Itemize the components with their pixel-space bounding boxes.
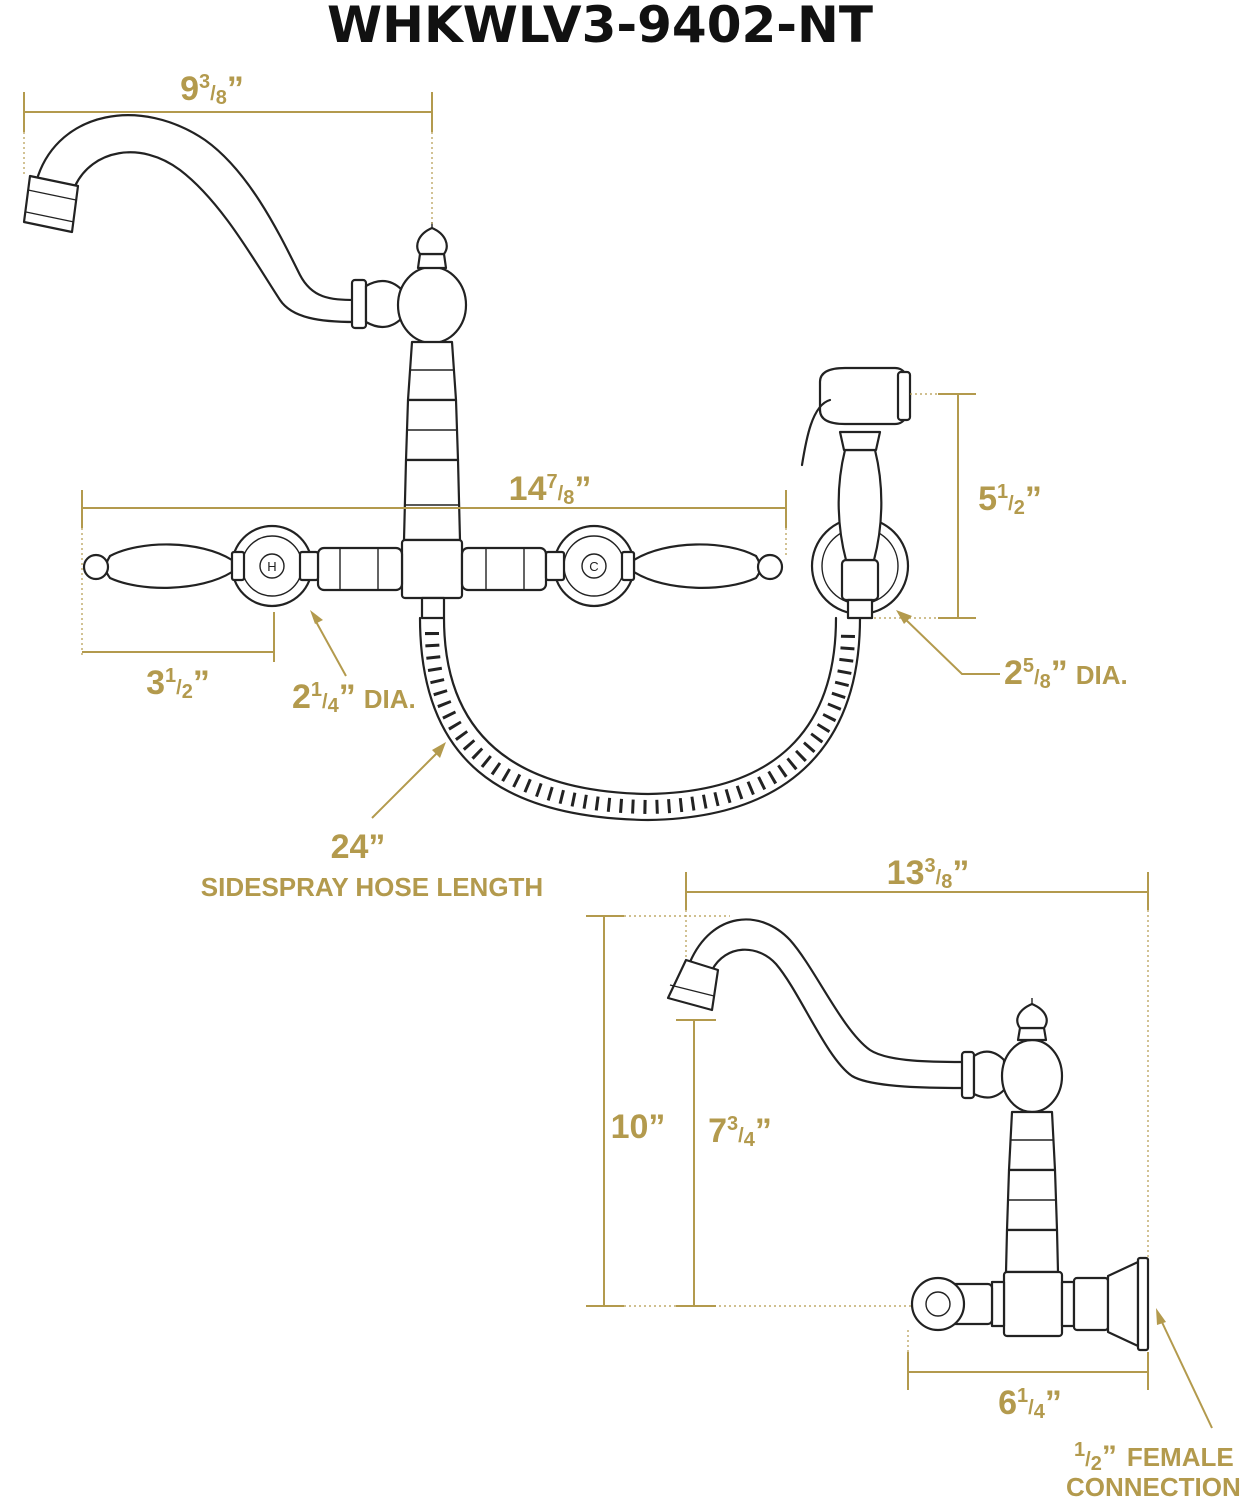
- svg-text:24”: 24”: [331, 828, 386, 866]
- svg-text:133/8”: 133/8”: [887, 854, 970, 893]
- dim-handle-offset: 31/2”: [82, 612, 275, 703]
- dim-side-reach: 133/8”: [685, 854, 1149, 1258]
- svg-text:73/4”: 73/4”: [708, 1112, 772, 1151]
- dim-spout-reach-top: 93/8”: [23, 70, 433, 225]
- front-view-drawing: [22, 114, 862, 822]
- svg-text:H: H: [267, 559, 276, 574]
- cold-badge: C: [589, 559, 598, 574]
- dim-side-height: 10”: [586, 915, 912, 1307]
- dim-sidespray-flange-dia: 25/8”DIA.: [896, 610, 1128, 693]
- svg-text:147/8”: 147/8”: [509, 470, 592, 509]
- dim-wall-depth: 61/4”: [907, 1330, 1149, 1423]
- svg-text:1/2”FEMALE: 1/2”FEMALE: [1074, 1439, 1234, 1475]
- svg-text:61/4”: 61/4”: [998, 1384, 1062, 1423]
- svg-text:SIDESPRAY HOSE LENGTH: SIDESPRAY HOSE LENGTH: [201, 872, 543, 902]
- dim-overall-width: 147/8”: [81, 470, 787, 655]
- svg-text:25/8”DIA.: 25/8”DIA.: [1004, 654, 1128, 693]
- model-title: WHKWLV3-9402-NT: [327, 0, 873, 54]
- dim-hose-length: 24” SIDESPRAY HOSE LENGTH: [201, 742, 543, 902]
- svg-text:21/4”DIA.: 21/4”DIA.: [292, 678, 416, 717]
- dim-flange-dia: 21/4”DIA.: [292, 610, 416, 717]
- svg-text:CONNECTION: CONNECTION: [1066, 1472, 1241, 1500]
- svg-text:31/2”: 31/2”: [146, 664, 210, 703]
- sidespray-drawing: [800, 366, 912, 620]
- dim-connection: 1/2”FEMALE CONNECTION: [1066, 1308, 1241, 1500]
- hot-badge: H: [267, 559, 276, 574]
- svg-text:C: C: [589, 559, 598, 574]
- svg-text:51/2”: 51/2”: [978, 480, 1042, 519]
- dim-spout-clearance: 73/4”: [676, 1019, 772, 1307]
- side-view-drawing: [666, 918, 1150, 1352]
- svg-text:10”: 10”: [611, 1108, 666, 1146]
- svg-text:93/8”: 93/8”: [180, 70, 244, 109]
